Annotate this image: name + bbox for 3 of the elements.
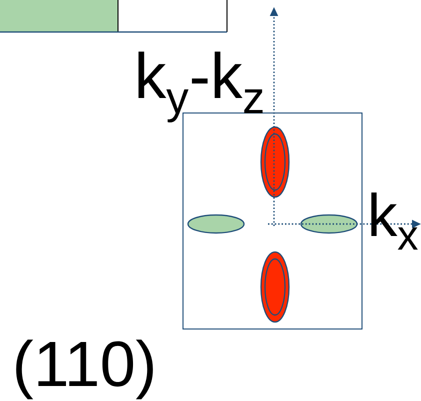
axis-label: k$_{x}$: [371, 192, 418, 250]
axis-label: (110): [16, 340, 153, 400]
axis-label: k$_{y}$-k$_{z}$: [138, 52, 263, 122]
